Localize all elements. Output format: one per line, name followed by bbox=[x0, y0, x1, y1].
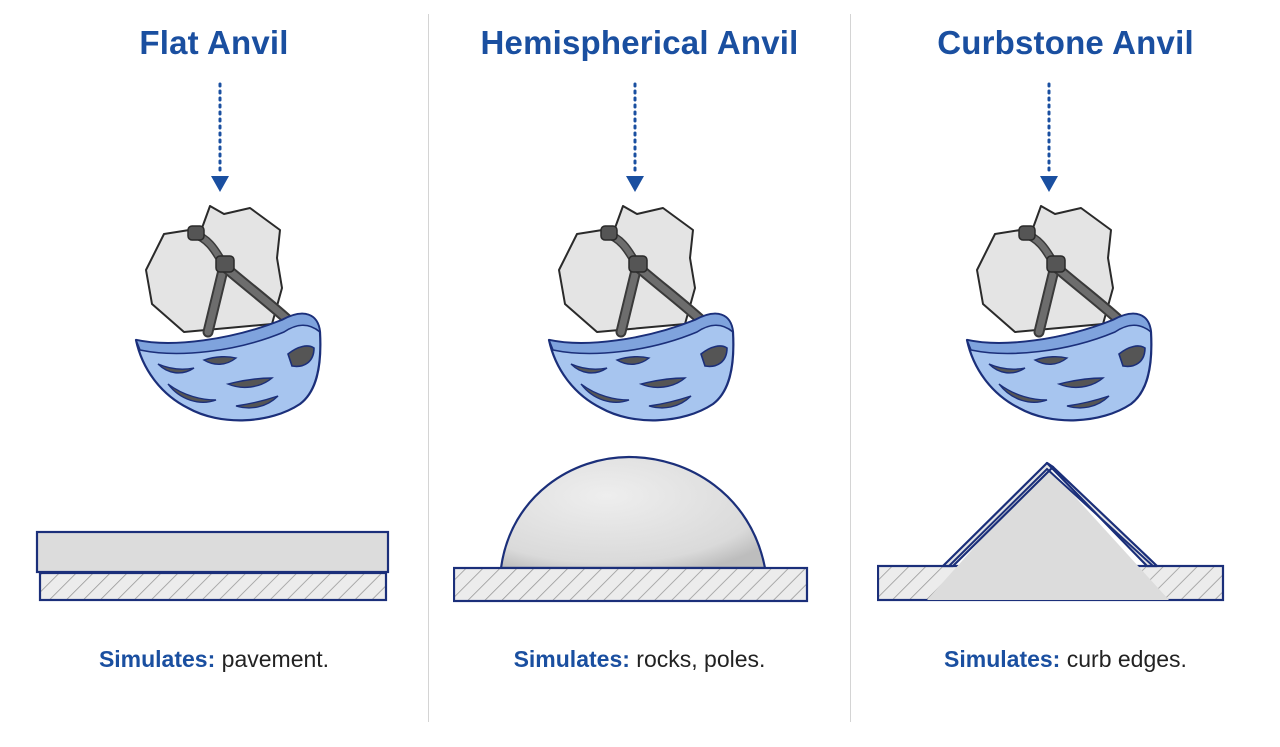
anvil-base bbox=[453, 566, 809, 603]
bike-helmet-icon bbox=[132, 200, 332, 430]
caption-text: curb edges. bbox=[1066, 646, 1187, 672]
caption-text: pavement. bbox=[221, 646, 330, 672]
anvil-dome bbox=[499, 455, 767, 570]
anvil-wedge bbox=[927, 466, 1169, 600]
simulates-caption: Simulates: curb edges. bbox=[851, 646, 1280, 673]
panel-title: Flat Anvil bbox=[139, 24, 289, 61]
panel-title: Hemispherical Anvil bbox=[480, 24, 799, 61]
caption-text: rocks, poles. bbox=[636, 646, 766, 672]
simulates-caption: Simulates: rocks, poles. bbox=[429, 646, 850, 673]
caption-label: Simulates: bbox=[513, 646, 630, 672]
hemispherical-anvil-illustration bbox=[453, 455, 809, 603]
caption-label: Simulates: bbox=[98, 646, 216, 672]
curbstone-anvil-illustration bbox=[877, 461, 1225, 602]
anvil-plate bbox=[35, 530, 390, 574]
simulates-caption: Simulates: pavement. bbox=[0, 646, 428, 673]
bike-helmet-icon bbox=[963, 200, 1163, 430]
dotted-down-arrow-icon bbox=[626, 82, 644, 192]
panel-title: Curbstone Anvil bbox=[937, 24, 1194, 61]
panel-curbstone-anvil: Curbstone Anvil Simulates: curb edges. bbox=[851, 0, 1280, 747]
caption-label: Simulates: bbox=[944, 646, 1061, 672]
panel-divider-1 bbox=[428, 14, 429, 722]
dotted-down-arrow-icon bbox=[211, 82, 229, 192]
panel-divider-2 bbox=[850, 14, 851, 722]
flat-anvil-illustration bbox=[35, 530, 390, 602]
panel-hemispherical-anvil: Hemispherical Anvil Simulates: rocks, po… bbox=[429, 0, 850, 747]
dotted-down-arrow-icon bbox=[1040, 82, 1058, 192]
anvil-wedge-right-face bbox=[1045, 461, 1159, 568]
panel-flat-anvil: Flat Anvil Simulates: pavement. bbox=[0, 0, 428, 747]
anvil-base bbox=[38, 571, 388, 602]
anvil-wedge-ridge bbox=[948, 467, 1154, 567]
bike-helmet-icon bbox=[545, 200, 745, 430]
